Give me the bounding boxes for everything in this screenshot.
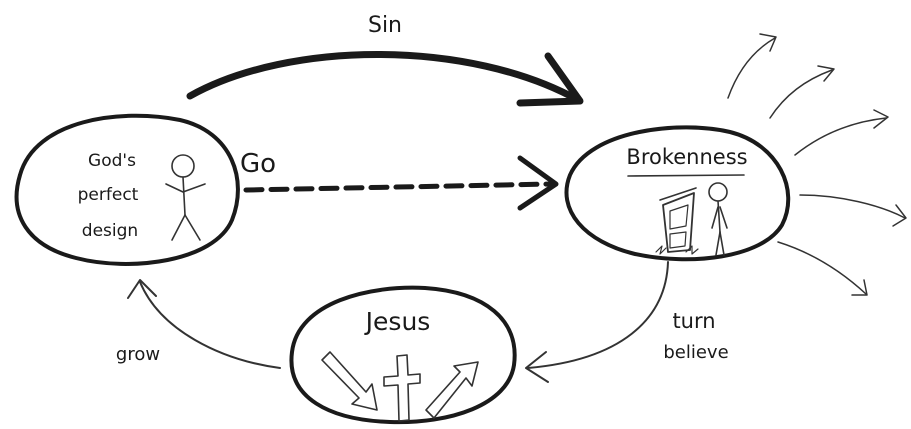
up-right-arrow-icon — [425, 361, 479, 419]
stick-figure-icon — [165, 154, 206, 241]
go-label: Go — [240, 149, 276, 179]
grow-label: grow — [116, 344, 160, 365]
sad-stick-figure-icon — [708, 182, 728, 256]
jesus-label: Jesus — [364, 307, 431, 336]
brokenness-label: Brokenness — [626, 145, 747, 169]
gods-design-line1: God's — [88, 151, 136, 171]
sin-arrow — [186, 51, 584, 107]
grow-arrow — [127, 279, 281, 369]
turn-label: turn — [672, 309, 715, 333]
down-right-arrow-icon — [321, 351, 378, 411]
gods-design-line2: perfect — [78, 185, 139, 205]
jesus-bubble — [289, 285, 517, 425]
believe-label: believe — [663, 342, 728, 363]
turn-believe-arrow — [525, 261, 669, 383]
gods-perfect-design-bubble — [14, 113, 240, 266]
radiating-arrows — [727, 33, 907, 296]
sin-label: Sin — [368, 13, 402, 38]
broken-door-icon — [655, 187, 699, 255]
cross-icon — [383, 354, 421, 422]
go-arrow — [243, 155, 559, 211]
brokenness-underline — [627, 174, 745, 177]
brokenness-bubble — [564, 125, 791, 262]
gods-design-line3: design — [82, 221, 138, 241]
